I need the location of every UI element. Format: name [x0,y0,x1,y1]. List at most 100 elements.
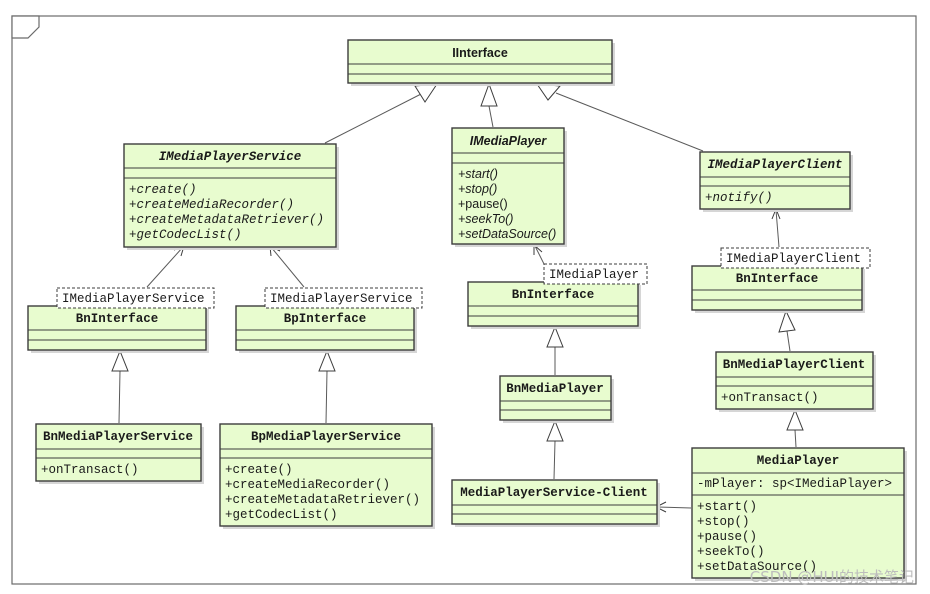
class-name: IInterface [452,46,508,60]
generalization-bnmediaplayerservice-bninterface [118,370,121,424]
box [499,375,612,421]
triangle-bnmediaplayer [546,419,564,442]
dependency-bninterface-client [775,209,780,248]
operation: +setDataSource() [697,560,817,574]
class-bnmediaplayerservice: BnMediaPlayerService +onTransact() [35,423,204,484]
operation: +createMediaRecorder() [129,198,294,212]
box [451,479,658,525]
association-mediaplayer-serviceclient [657,506,692,509]
box [699,151,851,210]
generalization-mediaplayerserviceclient-bnmediaplayer [553,440,556,480]
operation: +createMetadataRetriever() [129,213,324,227]
dependency-bninterface-player [534,245,545,265]
class-name: BpMediaPlayerService [251,430,401,444]
attribute: -mPlayer: sp<IMediaPlayer> [697,477,892,491]
dependency-bpinterface-service [270,246,305,288]
class-bnmediaplayer: BnMediaPlayer [499,375,614,423]
template-parameter-box [720,247,871,269]
template-parameter: IMediaPlayerService [270,292,413,306]
class-bninterface-player: BnInterface IMediaPlayer [467,263,648,329]
generalization-bnmediaplayerclient-bninterface [786,330,791,352]
generalization-imediaplayerclient-iinterface [555,92,704,152]
template-parameter: IMediaPlayerService [62,292,205,306]
triangle-bninterface-service [111,349,129,372]
class-bninterface-client: BnInterface IMediaPlayerClient [691,247,871,313]
box [35,423,202,482]
operation: +seekTo() [697,545,765,559]
operation: +setDataSource() [458,227,556,241]
box [235,305,415,351]
triangle-bninterface-client [778,309,796,333]
inheritance-markers [111,82,804,442]
triangle-iinterface-middle [480,82,498,107]
operation: +createMetadataRetriever() [225,493,420,507]
dependency-bninterface-service [146,246,184,288]
operation: +create() [225,463,293,477]
class-mediaplayerserviceclient: MediaPlayerService-Client [451,479,660,527]
template-parameter-box [543,263,648,285]
box [347,39,613,84]
generalization-imediaplayer-iinterface [488,105,494,128]
generalization-imediaplayerservice-iinterface [324,91,426,144]
class-name: BnMediaPlayerClient [723,358,866,372]
triangle-bninterface-player [546,325,564,348]
class-name: IMediaPlayer [470,134,548,148]
class-name: IMediaPlayerService [159,150,302,164]
class-name: BnInterface [76,312,159,326]
class-name: BnMediaPlayerService [43,430,193,444]
operation: +getCodecList() [225,508,338,522]
class-imediaplayer: IMediaPlayer +start() +stop() +pause() +… [451,127,567,247]
diagram-frame [11,15,917,585]
operation: +stop() [458,182,497,196]
box [27,305,207,351]
generalization-mediaplayer-bnmediaplayerclient [794,429,797,448]
operation: +pause() [458,197,508,211]
template-parameter-box [56,287,215,309]
operation: +create() [129,183,197,197]
watermark: CSDN @HUI的技术笔记 [750,568,914,586]
class-name: BnInterface [736,272,819,286]
class-imediaplayerclient: IMediaPlayerClient +notify() [699,151,853,212]
operation: +start() [458,167,498,181]
class-bnmediaplayerclient: BnMediaPlayerClient +onTransact() [715,351,876,412]
triangle-bnmediaplayerclient [786,408,804,431]
operation: +pause() [697,530,757,544]
class-name: BnInterface [512,288,595,302]
box [123,143,337,248]
operation: +createMediaRecorder() [225,478,390,492]
operation: +seekTo() [458,212,513,226]
operation: +getCodecList() [129,228,242,242]
relations [118,91,797,509]
class-mediaplayer: MediaPlayer -mPlayer: sp<IMediaPlayer> +… [691,447,907,581]
triangle-iinterface-right [535,83,562,101]
template-parameter: IMediaPlayer [549,268,639,282]
box [219,423,433,527]
box [691,265,863,311]
operation: +onTransact() [721,391,819,405]
operation: +stop() [697,515,750,529]
generalization-bpmediaplayerservice-bpinterface [325,370,328,424]
box [715,351,874,410]
class-bpmediaplayerservice: BpMediaPlayerService +create() +createMe… [219,423,435,529]
class-iinterface: IInterface [347,39,615,86]
box [467,281,639,327]
operation: +notify() [705,191,773,205]
triangle-bpinterface-service [318,349,336,372]
class-name: BpInterface [284,312,367,326]
class-bninterface-service: BnInterface IMediaPlayerService [27,287,215,353]
template-parameter-box [264,287,423,309]
class-imediaplayerservice: IMediaPlayerService +create() +createMed… [123,143,339,250]
operation: +start() [697,500,757,514]
class-name: IMediaPlayerClient [707,158,842,172]
triangle-iinterface-left [414,83,438,103]
frame-corner-tab [11,15,40,39]
class-name: BnMediaPlayer [506,382,604,396]
box [451,127,565,245]
class-name: MediaPlayer [757,454,840,468]
class-name: MediaPlayerService-Client [460,486,648,500]
box [691,447,905,579]
class-bpinterface-service: BpInterface IMediaPlayerService [235,287,423,353]
template-parameter: IMediaPlayerClient [726,252,861,266]
operation: +onTransact() [41,463,139,477]
